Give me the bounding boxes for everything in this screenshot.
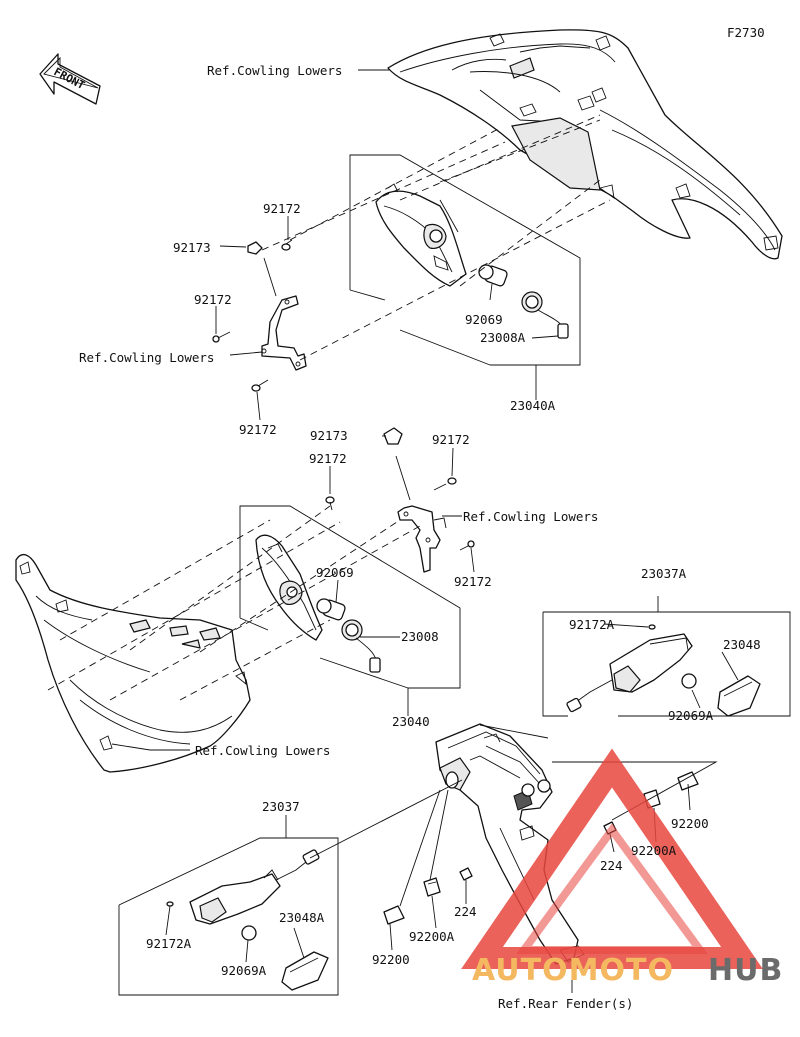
label-92172-b: 92172: [194, 292, 232, 307]
label-23008A: 23008A: [480, 330, 526, 345]
label-92069-a: 92069: [465, 312, 503, 327]
label-92172A-b: 92172A: [146, 936, 192, 951]
socket-23008A: [521, 291, 569, 339]
ref-rear-fender: Ref.Rear Fender(s): [498, 996, 633, 1011]
middle-assembly-frame: [239, 505, 461, 716]
label-92172-f: 92172: [454, 574, 492, 589]
upper-cowling: [387, 29, 783, 260]
label-92172A-a: 92172A: [569, 617, 615, 632]
figure-code: F2730: [727, 25, 765, 40]
bulb-92069A-left: [241, 925, 257, 941]
front-arrow-icon: FRONT: [39, 53, 101, 105]
label-92069-b: 92069: [316, 565, 354, 580]
label-92200A-a: 92200A: [631, 843, 677, 858]
nut-92173-middle: [383, 427, 403, 445]
label-92172-e: 92172: [309, 451, 347, 466]
screw-92172-upper-3: [251, 379, 269, 392]
upper-bracket: [261, 295, 307, 371]
screw-92172-middle-2: [325, 496, 335, 511]
middle-bracket: [397, 505, 447, 573]
screw-92172-upper-2: [212, 331, 231, 343]
rear-signal-left: [166, 849, 320, 925]
label-224-b: 224: [454, 904, 477, 919]
label-23040A: 23040A: [510, 398, 556, 413]
label-92069A-a: 92069A: [668, 708, 714, 723]
label-92172-d: 92172: [432, 432, 470, 447]
upper-assembly-frame: [349, 154, 581, 400]
label-23048: 23048: [723, 637, 761, 652]
watermark-logo: AUTOMOTO HUB: [461, 748, 783, 988]
label-92173-a: 92173: [173, 240, 211, 255]
watermark-text-2: HUB: [708, 953, 783, 988]
upper-signal-housing: [375, 183, 467, 287]
plate-92200-left: [383, 905, 405, 925]
nut-92173-upper: [247, 241, 263, 255]
rear-left-frame: [118, 815, 339, 996]
label-92172-a: 92172: [263, 201, 301, 216]
clip-92200A-left: [423, 877, 441, 897]
watermark-text-1: AUTOMOTO: [472, 953, 674, 988]
rear-signal-right: [566, 624, 693, 713]
label-92172-c: 92172: [239, 422, 277, 437]
label-92173-b: 92173: [310, 428, 348, 443]
label-23040: 23040: [392, 714, 430, 729]
label-23048A: 23048A: [279, 910, 325, 925]
lens-23048A: [281, 951, 329, 991]
nut-224-left: [459, 867, 473, 881]
screw-92172-middle-1: [433, 477, 457, 491]
socket-23008: [341, 619, 381, 673]
label-224-a: 224: [600, 858, 623, 873]
rear-right-frame: [542, 596, 791, 717]
ref-cowling-bracket-mid: Ref.Cowling Lowers: [463, 509, 598, 524]
ref-cowling-bottom: Ref.Cowling Lowers: [195, 743, 330, 758]
rear-fender-bracket: [435, 723, 585, 965]
bulb-92069-middle: [316, 598, 346, 621]
label-23008: 23008: [401, 629, 439, 644]
screw-92172-upper-1: [281, 239, 293, 251]
screw-92172-middle-3: [459, 540, 475, 551]
label-92200-a: 92200: [671, 816, 709, 831]
plate-92200-right: [677, 771, 699, 791]
lower-cowling: [15, 553, 251, 773]
lens-23048: [717, 675, 761, 717]
label-92200A-b: 92200A: [409, 929, 455, 944]
ref-cowling-bracket-top: Ref.Cowling Lowers: [79, 350, 214, 365]
bulb-92069A-right: [681, 673, 697, 689]
label-23037A: 23037A: [641, 566, 687, 581]
label-92069A-b: 92069A: [221, 963, 267, 978]
label-92200-b: 92200: [372, 952, 410, 967]
ref-cowling-top: Ref.Cowling Lowers: [207, 63, 342, 78]
label-23037: 23037: [262, 799, 300, 814]
